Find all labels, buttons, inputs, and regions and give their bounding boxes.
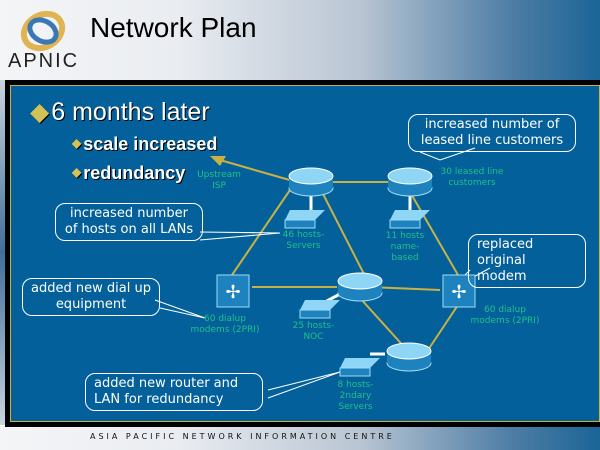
link-router2-dialup-right (409, 191, 459, 276)
label-secondary-servers: 8 hosts- 2ndary Servers (337, 380, 374, 412)
link-router1-router3 (321, 191, 365, 275)
diamond-bullet-icon: ◆ (72, 136, 82, 150)
label-dialup-left: 60 dialup modems (2PRI) (190, 314, 260, 335)
router-icon (337, 272, 383, 302)
bullet-sub-2: ◆redundancy (72, 163, 186, 183)
slide-panel-inner (10, 85, 600, 422)
callout-replaced-modem: replaced original modem (468, 234, 586, 288)
footer-text: ASIA PACIFIC NETWORK INFORMATION CENTRE (90, 432, 395, 441)
callout-hosts: increased number of hosts on all LANs (55, 203, 203, 241)
logo-text: APNIC (8, 50, 80, 72)
link-router3-router4 (359, 297, 408, 351)
label-servers: 46 hosts- Servers (282, 230, 325, 251)
router-icon (386, 342, 432, 372)
switch-icon (299, 300, 340, 319)
switch-icon (339, 358, 380, 377)
link-router1-isp (212, 157, 301, 184)
callout-dialup: added new dial up equipment (22, 278, 160, 316)
bullet-main: ◆6 months later (30, 98, 210, 126)
apnic-logo-icon (20, 10, 66, 52)
bullet-sub-1: ◆scale increased (72, 134, 218, 154)
diamond-bullet-icon: ◆ (72, 165, 82, 179)
left-decor-stripe (0, 80, 6, 425)
svg-text:✢: ✢ (451, 282, 466, 302)
link-dialup-right-router4 (427, 304, 459, 351)
label-name-based: 11 hosts name- based (385, 231, 425, 263)
switch-icon (389, 210, 430, 229)
page-title: Network Plan (90, 12, 257, 43)
router-icon (387, 167, 433, 197)
label-dialup-right: 60 dialup modems (2PRI) (470, 305, 540, 326)
slide-panel (5, 80, 600, 427)
label-leased-line: 30 leased line customers (440, 167, 504, 188)
svg-text:✢: ✢ (225, 282, 240, 302)
router-icon (288, 167, 334, 197)
access-server-icon: ✢ (216, 274, 250, 308)
switch-icon (284, 210, 325, 229)
label-upstream-isp: Upstream ISP (197, 170, 241, 191)
callout-leased-line: increased number of leased line customer… (408, 114, 576, 152)
diamond-bullet-icon: ◆ (30, 98, 50, 126)
label-noc: 25 hosts- NOC (292, 321, 335, 342)
arrow-head-icon (210, 156, 226, 166)
callout-router-lan: added new router and LAN for redundancy (85, 373, 263, 411)
